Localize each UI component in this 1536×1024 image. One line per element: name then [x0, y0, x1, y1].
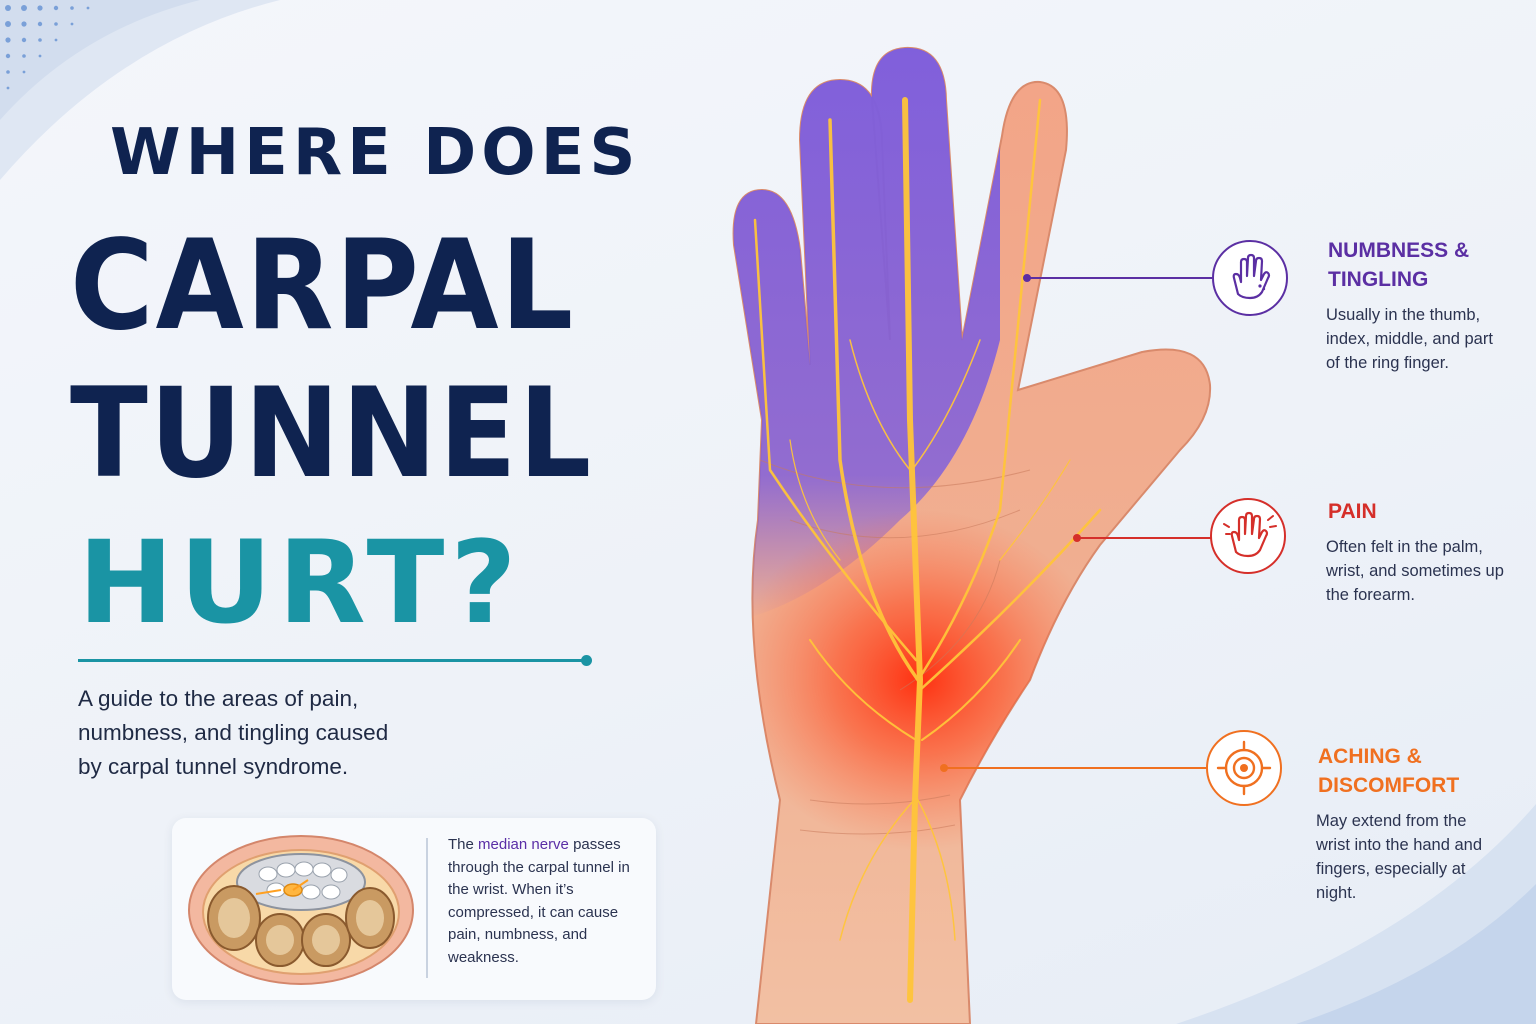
aching-callout-dot	[940, 764, 948, 772]
hand-illustration	[732, 46, 1212, 1024]
median-nerve-description: The median nerve passes through the carp…	[448, 834, 648, 969]
hand-tingling-icon	[1212, 240, 1288, 316]
target-icon	[1206, 730, 1282, 806]
wrist-cross-section-illustration	[188, 835, 414, 985]
dot-pattern-decoration	[5, 5, 90, 90]
title-line-hurt: HURT?	[78, 516, 523, 649]
aching-callout-line	[944, 767, 1206, 769]
card-text-lead: The	[448, 836, 479, 853]
numbness-callout-line	[1026, 277, 1212, 279]
title-divider	[78, 659, 586, 662]
subtitle: A guide to the areas of pain, numbness, …	[78, 686, 389, 779]
divider-end-dot	[581, 655, 592, 666]
corner-swoosh	[0, 0, 280, 180]
aching-callout-body: May extend from the wrist into the hand …	[1316, 812, 1483, 902]
numbness-callout-dot	[1023, 274, 1031, 282]
hand-pain-icon	[1210, 498, 1286, 574]
numbness-callout-title: NUMBNESS & TINGLING	[1328, 239, 1470, 291]
median-nerve-highlight: median nerve	[478, 836, 569, 853]
card-text-rest: passes through the carpal tunnel in the …	[448, 836, 630, 966]
aching-callout-title: ACHING & DISCOMFORT	[1318, 745, 1460, 797]
title-line-carpal: CARPAL	[70, 214, 576, 358]
numbness-callout-body: Usually in the thumb, index, middle, and…	[1326, 306, 1493, 372]
pain-callout-body: Often felt in the palm, wrist, and somet…	[1326, 538, 1504, 604]
title-line-tunnel: TUNNEL	[70, 362, 594, 506]
pain-callout-line	[1078, 537, 1212, 539]
median-nerve-info-card: The median nerve passes through the carp…	[172, 818, 656, 1000]
pain-callout-title: PAIN	[1328, 500, 1377, 523]
card-divider	[426, 838, 428, 978]
bottom-swoosh	[1176, 804, 1536, 1024]
pain-callout-dot	[1073, 534, 1081, 542]
title-line-where-does: WHERE DOES	[110, 116, 641, 190]
